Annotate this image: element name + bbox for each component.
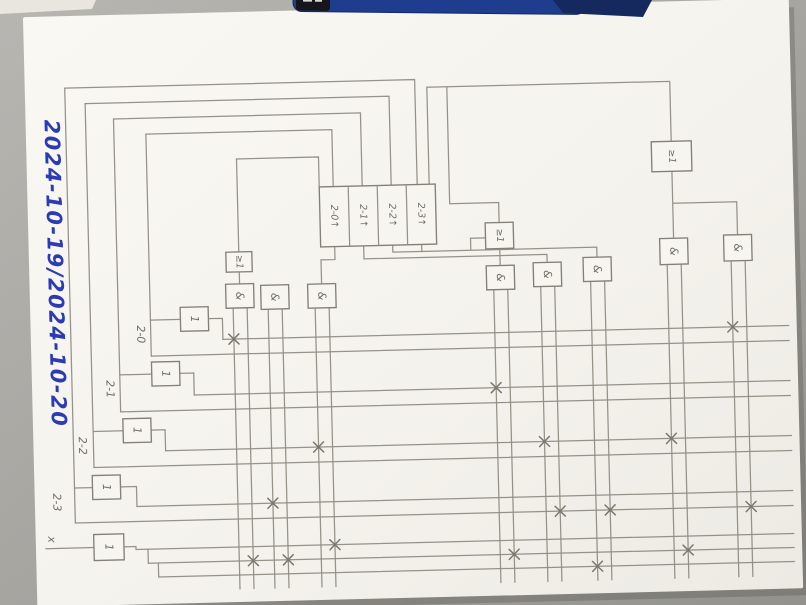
and-gate-label: &	[494, 273, 507, 282]
and-gate-2: &	[259, 284, 290, 311]
pen-grip	[295, 0, 331, 11]
wire-bus-lines	[74, 324, 796, 578]
register-cell-label: 2-3↑	[415, 203, 427, 227]
wire-buffer-stubs	[45, 317, 224, 578]
register-cell-label: 2-1↑	[357, 204, 369, 228]
input-label: x	[45, 535, 58, 543]
pen-body	[292, 0, 586, 15]
paper-sliver	[0, 0, 96, 14]
or-gate-label: ≥1	[233, 255, 244, 269]
and-gate-8: &	[722, 233, 753, 262]
register-dividers	[347, 184, 409, 247]
input-label: 2-2	[76, 437, 89, 455]
and-gate-1: &	[224, 282, 255, 309]
or-gate-top-right: ≥1	[650, 140, 693, 173]
buffer-gate-3: 1 2-2	[76, 417, 153, 455]
or-gate-left: ≥1	[225, 250, 253, 273]
and-gate-label: &	[268, 293, 281, 302]
circuit-drawing: 2-0↑ 2-1↑ 2-2↑ 2-3↑ ≥1 ≥1 ≥1 &	[45, 78, 796, 590]
buffer-gate-label: 1	[102, 544, 115, 551]
register-cell-label: 2-0↑	[328, 205, 340, 229]
or-gate-label: ≥1	[666, 149, 677, 163]
and-gate-label: &	[667, 247, 680, 256]
second-pen	[553, 0, 652, 17]
buffer-gate-4: 1 2-3	[50, 474, 122, 512]
and-gate-label: &	[315, 291, 328, 300]
and-gate-3: &	[306, 282, 337, 309]
wire-gate-routes	[235, 86, 739, 285]
buffer-gate-label: 1	[159, 370, 172, 377]
or-gate-label: ≥1	[494, 228, 505, 242]
paper-group: 2024-10-19/2024-10-20 2-0↑ 2-1↑	[23, 0, 806, 605]
and-gate-6: &	[582, 256, 613, 283]
buffer-gate-label: 1	[100, 484, 113, 491]
pen-brand-mark	[315, 0, 323, 2]
buffer-gate-1: 1 2-0	[134, 305, 210, 343]
pen	[292, 0, 586, 15]
and-gate-label: &	[233, 291, 246, 300]
and-gate-label: &	[731, 243, 744, 252]
wire-drop-lines	[232, 259, 754, 590]
and-gate-4: &	[485, 264, 516, 291]
pen-brand-mark	[303, 0, 313, 2]
wire-left-verticals	[64, 87, 152, 524]
and-gate-5: &	[532, 261, 563, 288]
buffer-gate-label: 1	[131, 427, 144, 434]
input-label: 2-1	[103, 380, 116, 398]
buffer-gate-label: 1	[188, 315, 201, 322]
register-cell-label: 2-2↑	[386, 203, 398, 227]
gate-register-block: 2-0↑ 2-1↑ 2-2↑ 2-3↑	[318, 183, 438, 248]
input-label: 2-3	[50, 493, 63, 511]
and-gate-label: &	[541, 270, 554, 279]
and-gate-label: &	[591, 265, 604, 274]
and-gate-7: &	[658, 237, 689, 266]
input-label: 2-0	[134, 325, 147, 343]
buffer-gate-2: 1 2-1	[103, 360, 181, 398]
buffer-gate-5: 1 x	[45, 533, 125, 562]
or-gate-middle: ≥1	[484, 221, 515, 250]
wire-top-nest	[64, 78, 672, 188]
connection-x-marks	[228, 321, 758, 573]
